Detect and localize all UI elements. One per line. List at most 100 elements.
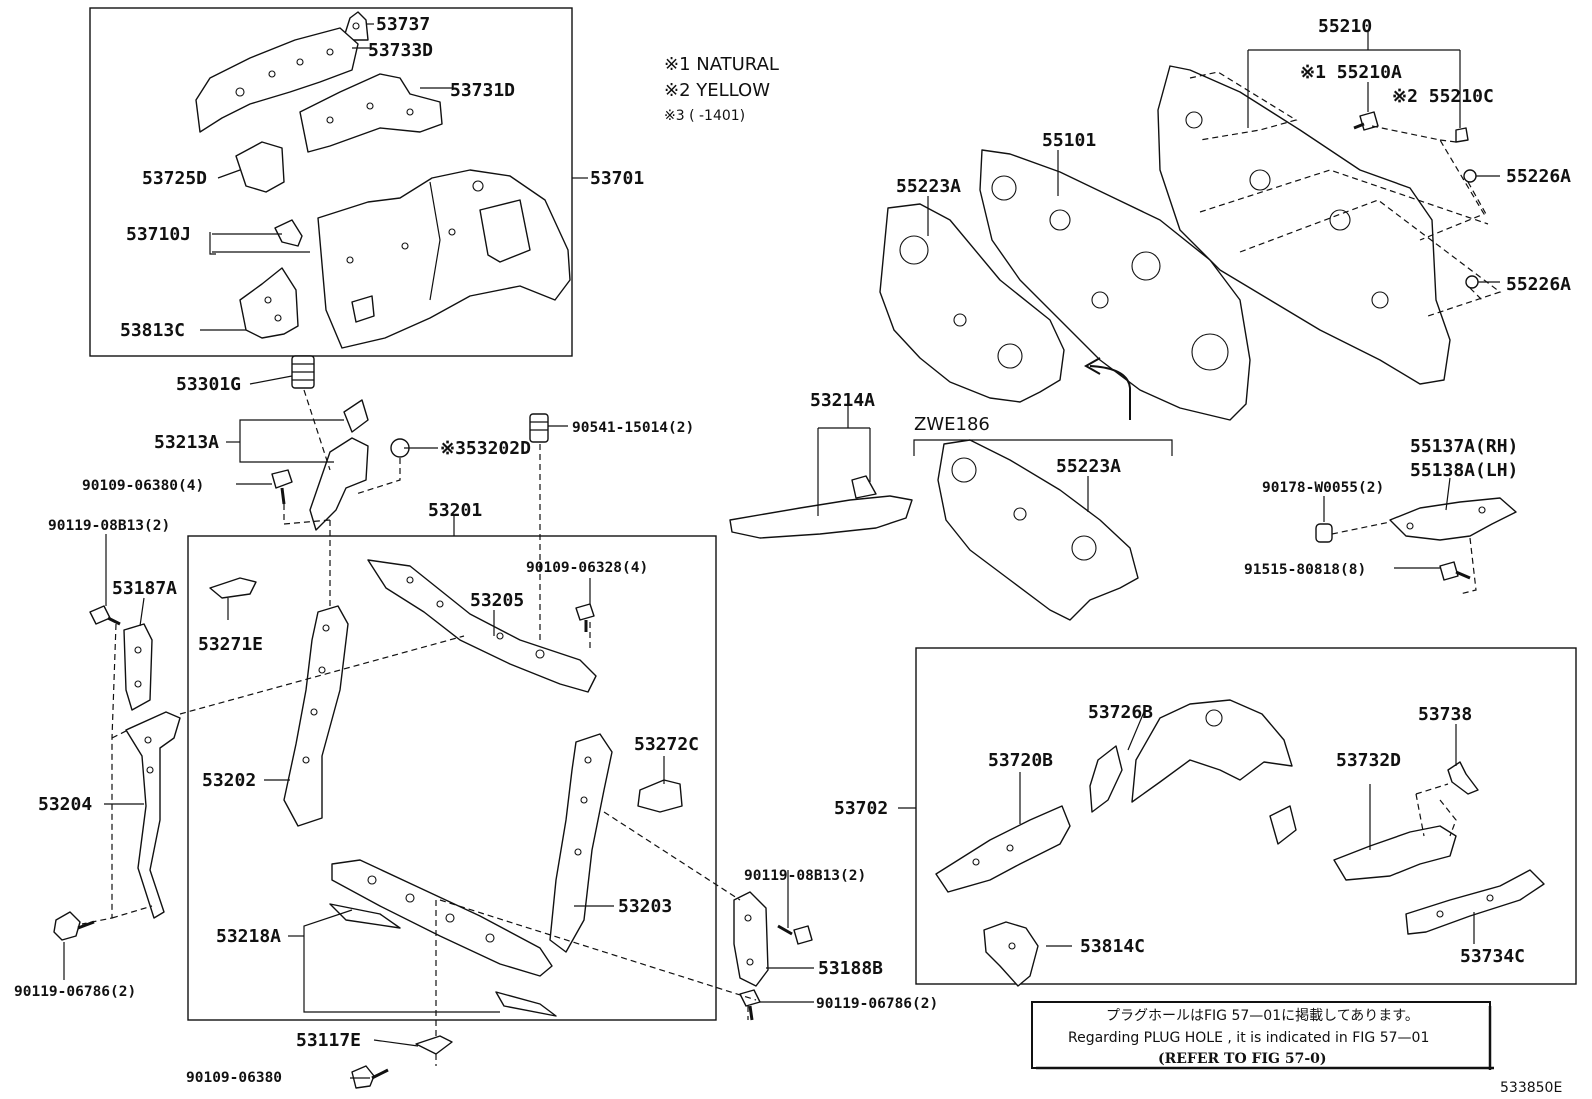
group-label-53702: 53702 <box>834 798 888 819</box>
label-90178-w0055: 90178-W0055(2) <box>1262 480 1384 496</box>
label-90109-06380-4: 90109-06380(4) <box>82 478 204 494</box>
part-53218a-art <box>329 859 557 1017</box>
label-53187a: 53187A <box>112 578 177 599</box>
part-53732d-art <box>1333 825 1457 881</box>
group-box-53201 <box>187 535 717 1021</box>
group-label-53701: 53701 <box>590 168 644 189</box>
label-90119-06786-right: 90119-06786(2) <box>816 996 938 1012</box>
part-53187a-art <box>123 623 153 711</box>
part-53726b-art <box>1089 745 1123 813</box>
label-53213a: 53213A <box>154 432 219 453</box>
part-53734c-art <box>1405 869 1545 935</box>
label-55223a-lower: 55223A <box>1056 456 1121 477</box>
label-55210c: ※2 55210C <box>1392 86 1494 107</box>
part-53188b-art <box>733 891 769 987</box>
bolt-90119-08b13-right-art <box>777 924 813 945</box>
label-53720b: 53720B <box>988 750 1053 771</box>
label-53738: 53738 <box>1418 704 1472 725</box>
part-53701-wheelhouse-art <box>317 169 571 349</box>
label-90119-06786-left: 90119-06786(2) <box>14 984 136 1000</box>
part-90541-art <box>529 413 549 443</box>
label-53726b: 53726B <box>1088 702 1153 723</box>
part-55210c-art <box>1455 127 1469 143</box>
arrow-indicator <box>1083 357 1131 420</box>
label-55138a-lh: 55138A(LH) <box>1410 460 1518 481</box>
note-yellow: ※2 YELLOW <box>664 80 770 101</box>
part-53202-art <box>283 605 349 827</box>
bolt-91515-art <box>1439 561 1471 581</box>
figure-code: 533850E <box>1500 1080 1562 1096</box>
group-label-53201: 53201 <box>428 500 482 521</box>
bolt-90119-06786-right-art <box>739 989 761 1021</box>
part-53702-wheelhouse-art <box>1131 699 1297 845</box>
label-90119-08b13-right: 90119-08B13(2) <box>744 868 866 884</box>
group-box-53701 <box>89 7 573 357</box>
label-55226a-upper: 55226A <box>1506 166 1571 187</box>
group-box-53702 <box>915 647 1577 985</box>
part-55137a-art <box>1389 497 1517 541</box>
label-53202: 53202 <box>202 770 256 791</box>
reference-note-english: Regarding PLUG HOLE , it is indicated in… <box>1068 1030 1429 1046</box>
part-53814c-art <box>983 921 1039 987</box>
label-53301g: 53301G <box>176 374 241 395</box>
part-53738-art <box>1447 761 1479 795</box>
part-53813c-art <box>239 267 299 339</box>
part-53271e-art <box>209 577 257 599</box>
part-53737-art <box>342 11 369 41</box>
reference-note-japanese: プラグホールはFIG 57—01に掲載してあります。 <box>1106 1008 1419 1024</box>
part-55210a-art <box>1353 111 1379 131</box>
part-53213a-art <box>309 399 369 531</box>
dashed-alignment-lines <box>81 71 1502 1066</box>
label-53710j: 53710J <box>126 224 191 245</box>
label-91515-80818: 91515-80818(8) <box>1244 562 1366 578</box>
part-53117e-art <box>415 1035 453 1055</box>
label-55226a-lower: 55226A <box>1506 274 1571 295</box>
label-53731d: 53731D <box>450 80 515 101</box>
label-53272c: 53272C <box>634 734 699 755</box>
label-53205: 53205 <box>470 590 524 611</box>
bolt-90109-06380-4-art <box>271 469 293 505</box>
part-55210-art <box>1157 65 1451 385</box>
label-53214a: 53214A <box>810 390 875 411</box>
label-53117e: 53117E <box>296 1030 361 1051</box>
part-53710j-art <box>274 219 303 247</box>
part-53204-art <box>125 711 181 919</box>
note-serial-range: ※3 ( -1401) <box>664 108 745 124</box>
label-53733d: 53733D <box>368 40 433 61</box>
part-53301g-art <box>291 355 315 389</box>
part-55223a-lower-art <box>937 439 1139 621</box>
label-90109-06328: 90109-06328(4) <box>526 560 648 576</box>
label-55101: 55101 <box>1042 130 1096 151</box>
label-53188b: 53188B <box>818 958 883 979</box>
bolt-90109-06380-art <box>351 1065 389 1089</box>
label-53734c: 53734C <box>1460 946 1525 967</box>
label-53814c: 53814C <box>1080 936 1145 957</box>
label-90109-06380: 90109-06380 <box>186 1070 282 1086</box>
part-53214a-art <box>729 475 913 539</box>
part-53733d-art <box>195 27 359 133</box>
bolt-90119-08b13-left-art <box>89 605 121 626</box>
part-53720b-art <box>935 805 1071 893</box>
reference-note-box <box>1031 1001 1494 1070</box>
part-55223a-upper-art <box>879 203 1065 403</box>
label-53204: 53204 <box>38 794 92 815</box>
label-53271e: 53271E <box>198 634 263 655</box>
label-55137a-rh: 55137A(RH) <box>1410 436 1518 457</box>
part-53725d-art <box>235 141 285 193</box>
clip-55226a-1-art <box>1463 169 1477 183</box>
clip-55226a-2-art <box>1465 275 1479 289</box>
label-53202d: ※353202D <box>440 438 531 459</box>
label-90119-08b13-left: 90119-08B13(2) <box>48 518 170 534</box>
label-53725d: 53725D <box>142 168 207 189</box>
label-90541-15014: 90541-15014(2) <box>572 420 694 436</box>
part-53731d-art <box>299 73 443 153</box>
group-label-55210: 55210 <box>1318 16 1372 37</box>
note-natural: ※1 NATURAL <box>664 54 779 75</box>
part-53203-art <box>549 733 613 953</box>
part-53205-art <box>367 559 597 693</box>
label-53737: 53737 <box>376 14 430 35</box>
label-55223a-upper: 55223A <box>896 176 961 197</box>
bolt-90119-06786-left-art <box>53 911 95 941</box>
